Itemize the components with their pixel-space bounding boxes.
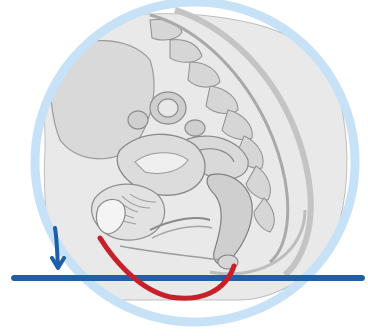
pelvic-anatomy-illustration xyxy=(0,0,368,336)
